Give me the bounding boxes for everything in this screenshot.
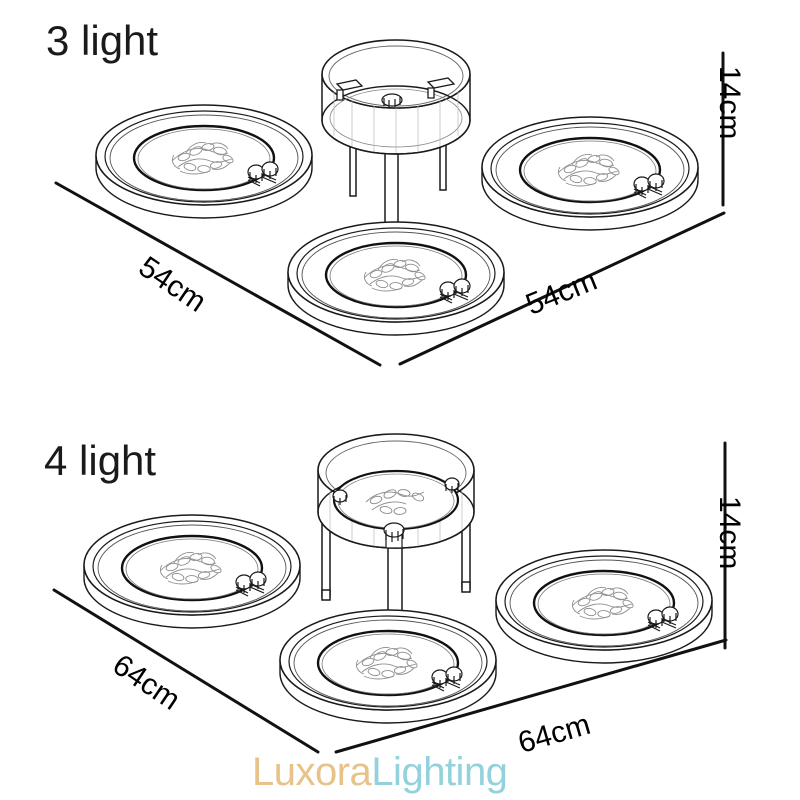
three-light-shade-right bbox=[480, 115, 700, 232]
three-light-illustration bbox=[94, 39, 700, 337]
dim-line-54-right bbox=[398, 211, 726, 366]
dimension-label-height-four-light: 14cm bbox=[713, 496, 746, 570]
four-light-label: 4 light bbox=[44, 437, 157, 484]
watermark-lighting: Lighting bbox=[371, 750, 508, 794]
four-light-dimension-lines bbox=[52, 441, 728, 754]
four-light-shade-right bbox=[494, 548, 714, 665]
four-light-canopy bbox=[317, 433, 475, 549]
four-light-shade-left bbox=[82, 513, 302, 630]
four-light-shade-front bbox=[278, 608, 498, 725]
dim-line-54-left bbox=[54, 181, 382, 367]
three-light-shade-front bbox=[286, 220, 506, 337]
dim-line-64-left bbox=[52, 588, 320, 754]
three-light-label: 3 light bbox=[46, 17, 159, 64]
dimension-label-height-three-light: 14cm bbox=[713, 66, 746, 140]
three-light-brackets bbox=[335, 77, 456, 101]
brand-watermark: LuxoraLighting bbox=[252, 750, 508, 794]
dim-line-64-right bbox=[334, 638, 728, 754]
three-light-shade-left bbox=[94, 103, 314, 220]
three-light-dimension-lines bbox=[54, 51, 726, 367]
four-light-illustration bbox=[82, 433, 714, 725]
watermark-luxora: Luxora bbox=[252, 750, 372, 794]
